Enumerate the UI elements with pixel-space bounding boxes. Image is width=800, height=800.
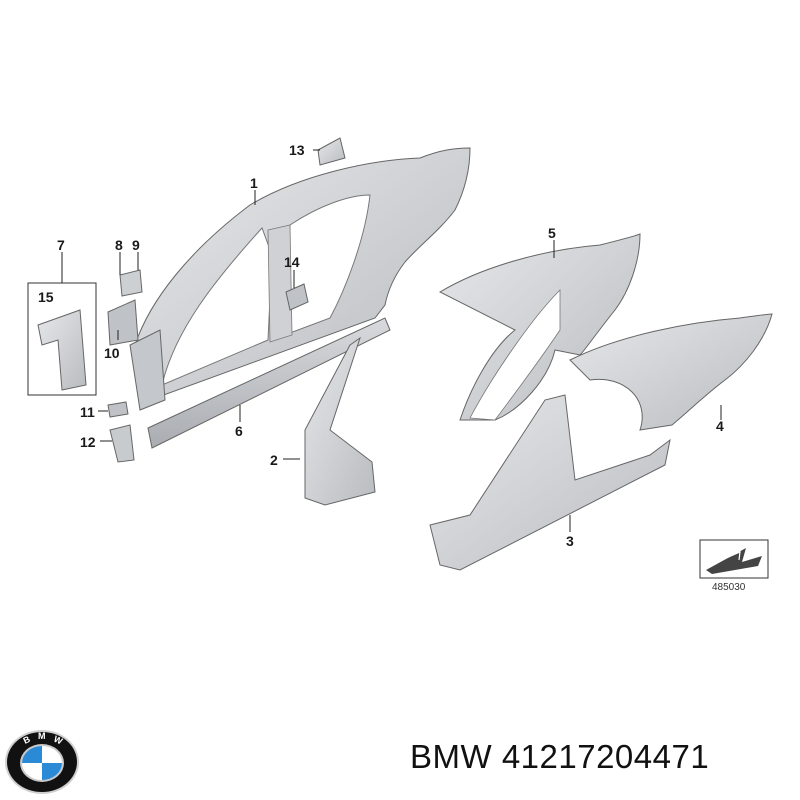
callout-4: 4 (716, 418, 724, 434)
callout-6: 6 (235, 423, 243, 439)
part-5-quarter-upper (438, 233, 641, 421)
part-4-quarter (569, 313, 773, 431)
callout-8: 8 (115, 237, 123, 253)
part-13-bracket (317, 137, 346, 166)
callout-13: 13 (289, 142, 305, 158)
part-6-sill (147, 317, 391, 449)
svg-text:M: M (38, 731, 46, 741)
svg-text:B: B (22, 734, 33, 746)
callout-5: 5 (548, 225, 556, 241)
part-number-caption: BMW 41217204471 (410, 738, 710, 775)
reference-code: 485030 (712, 582, 746, 593)
part-3-inner-frame (429, 394, 671, 571)
part-2-pillar (304, 336, 376, 506)
part-14-bracket (285, 283, 309, 311)
callout-12: 12 (80, 434, 96, 450)
callout-14: 14 (284, 254, 300, 270)
callout-2: 2 (270, 452, 278, 468)
callout-9: 9 (132, 237, 140, 253)
reference-symbol (699, 539, 769, 579)
callout-10: 10 (104, 345, 120, 361)
callout-3: 3 (566, 533, 574, 549)
callout-1: 1 (250, 175, 258, 191)
callout-11: 11 (80, 404, 95, 420)
part-11-12-brackets (107, 401, 135, 463)
part-8-9-10-brackets (107, 269, 143, 346)
callout-7: 7 (57, 237, 65, 253)
bmw-logo-icon: B M W (5, 730, 79, 794)
callout-15: 15 (38, 289, 54, 305)
leader-lines (61, 149, 722, 532)
part-1-side-frame (129, 147, 471, 411)
